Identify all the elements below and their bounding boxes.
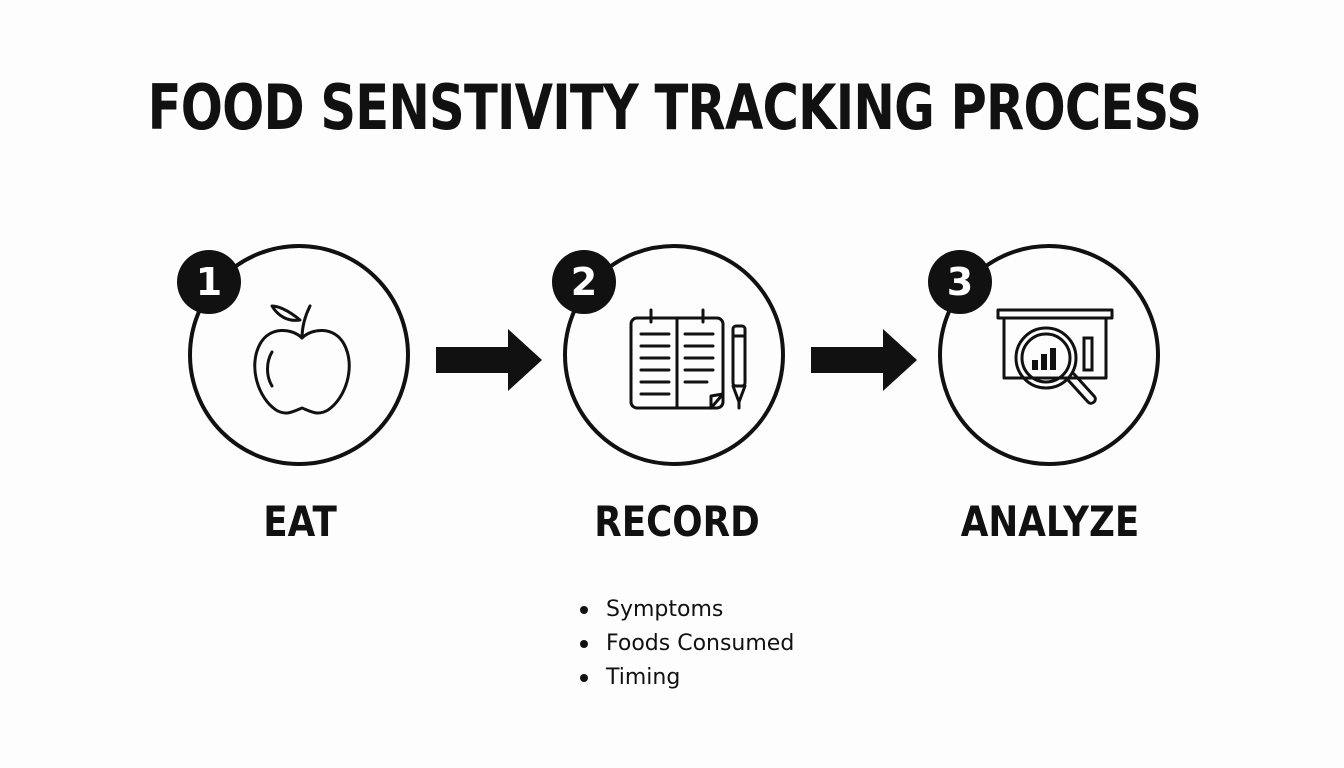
step-2-badge: 2 xyxy=(552,250,616,314)
bullet-dot xyxy=(580,674,588,682)
list-item: Foods Consumed xyxy=(578,627,794,661)
arrow-right-icon xyxy=(436,329,542,391)
list-item: Timing xyxy=(578,661,794,695)
step-3-label: ANALYZE xyxy=(960,497,1140,546)
step-1-label: EAT xyxy=(263,497,337,546)
arrow-right-icon xyxy=(811,329,917,391)
list-item: Symptoms xyxy=(578,593,794,627)
step-1-badge: 1 xyxy=(177,250,241,314)
bullet-dot xyxy=(580,606,588,614)
apple-icon xyxy=(253,304,351,415)
magnifier-chart-icon xyxy=(996,308,1114,405)
record-details-list: Symptoms Foods Consumed Timing xyxy=(578,593,794,695)
list-item-text: Foods Consumed xyxy=(606,631,795,656)
list-item-text: Timing xyxy=(606,665,681,690)
list-item-text: Symptoms xyxy=(606,597,724,622)
notebook-pen-icon xyxy=(629,308,747,410)
step-2-label: RECORD xyxy=(594,497,760,546)
step-3-badge: 3 xyxy=(928,250,992,314)
bullet-dot xyxy=(580,640,588,648)
diagram-title: FOOD SENSTIVITY TRACKING PROCESS xyxy=(147,71,1202,144)
